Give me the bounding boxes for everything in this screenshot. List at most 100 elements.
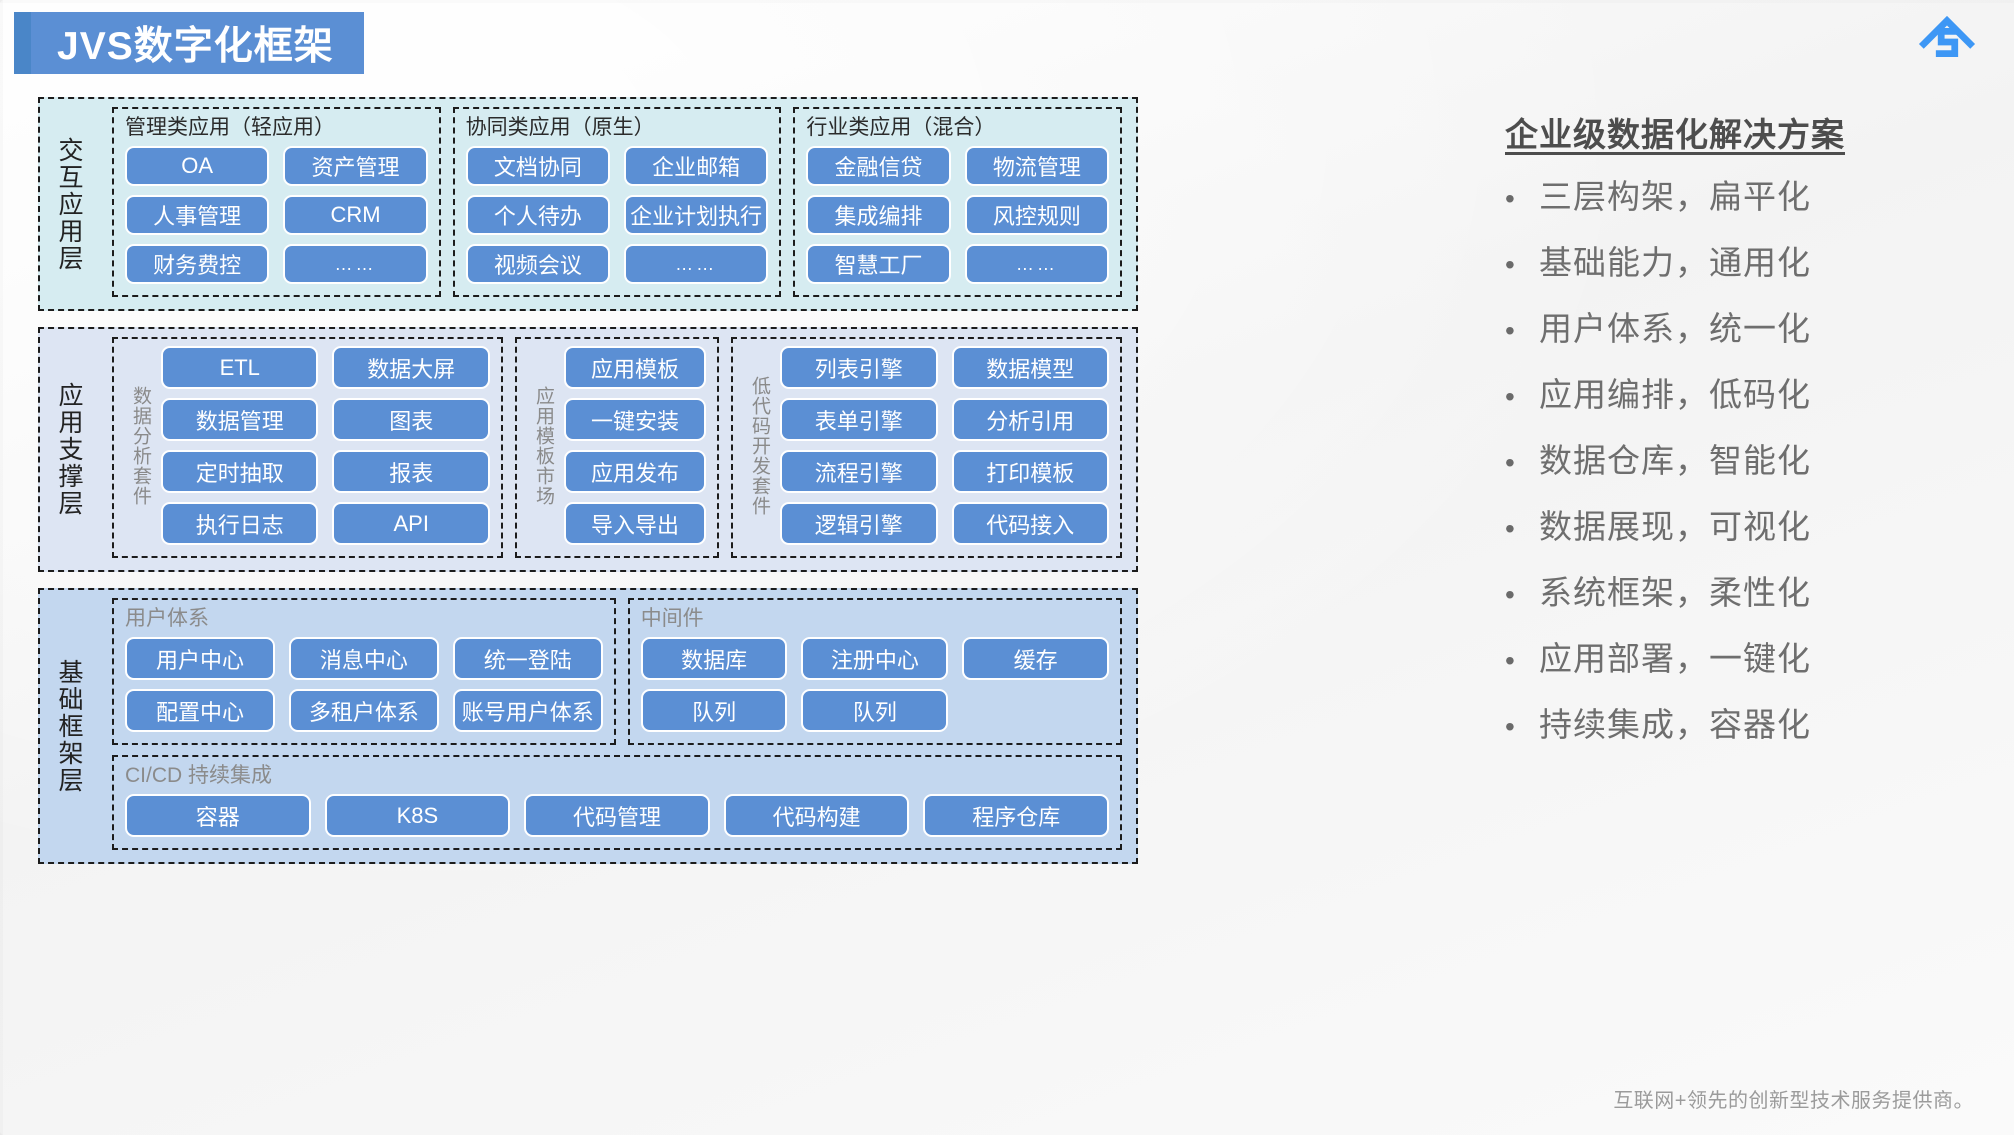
chip-smart-factory[interactable]: 智慧工厂 (806, 244, 951, 285)
highlight-text: 三层构架，扁平化 (1539, 178, 1811, 215)
chip-document-collaboration[interactable]: 文档协同 (465, 146, 610, 187)
layer-label: 基础框架层 (55, 658, 83, 794)
group-side-label: 低代码开发套件 (749, 375, 770, 516)
chip-hr-management[interactable]: 人事管理 (125, 195, 270, 236)
chip-data-model[interactable]: 数据模型 (951, 346, 1110, 390)
chip-enterprise-mail[interactable]: 企业邮箱 (624, 146, 769, 187)
chip-app-template[interactable]: 应用模板 (563, 346, 707, 390)
architecture-diagram: 交互应用层 管理类应用（轻应用） OA 资产管理 人事管理 CRM 财务费控 …… (38, 97, 1138, 880)
chip-message-center[interactable]: 消息中心 (288, 637, 439, 681)
chip-crm[interactable]: CRM (283, 195, 428, 236)
base-row-2: CI/CD 持续集成 容器 K8S 代码管理 代码构建 程序仓库 (112, 755, 1122, 851)
chip-oa[interactable]: OA (125, 146, 270, 187)
highlight-text: 系统框架，柔性化 (1539, 574, 1811, 611)
solution-highlights-panel: 企业级数据化解决方案 • 三层构架，扁平化 • 基础能力，通用化 • 用户体系，… (1505, 108, 1985, 764)
chip-reports[interactable]: 报表 (332, 450, 490, 494)
chip-account-user-system[interactable]: 账号用户体系 (452, 689, 603, 733)
chip-list-engine[interactable]: 列表引擎 (780, 346, 938, 390)
chip-user-center[interactable]: 用户中心 (125, 637, 275, 681)
list-item: • 持续集成，容器化 (1505, 698, 1985, 746)
chip-app-publish[interactable]: 应用发布 (563, 450, 707, 494)
chip-cache[interactable]: 缓存 (962, 637, 1109, 681)
title-box: JVS数字化框架 (31, 12, 364, 74)
chip-scheduled-extraction[interactable]: 定时抽取 (161, 450, 319, 494)
bullet-icon: • (1505, 579, 1515, 610)
bullet-icon: • (1505, 447, 1515, 478)
bullet-icon: • (1505, 315, 1515, 346)
title-accent-bar (14, 12, 31, 74)
chip-queue-1[interactable]: 队列 (640, 689, 788, 733)
chip-more[interactable]: …… (624, 244, 769, 285)
chip-code-management[interactable]: 代码管理 (524, 794, 710, 838)
chip-api[interactable]: API (332, 502, 490, 546)
chip-enterprise-plan-execution[interactable]: 企业计划执行 (624, 195, 769, 236)
layer-label: 交互应用层 (55, 136, 83, 272)
layer-base-framework: 基础框架层 用户体系 用户中心 消息中心 统一登陆 配置中心 多租户体系 账号用… (38, 588, 1138, 865)
chip-logistics-management[interactable]: 物流管理 (964, 146, 1110, 187)
group-title: 管理类应用（轻应用） (125, 116, 335, 139)
highlight-text: 数据展现，可视化 (1539, 508, 1811, 545)
bullet-icon: • (1505, 711, 1515, 742)
list-item: • 基础能力，通用化 (1505, 236, 1985, 284)
list-item: • 应用编排，低码化 (1505, 368, 1985, 416)
chip-one-click-install[interactable]: 一键安装 (563, 398, 707, 442)
chip-logic-engine[interactable]: 逻辑引擎 (780, 502, 938, 546)
chip-grid: ETL 数据大屏 数据管理 图表 定时抽取 报表 执行日志 API (161, 346, 490, 546)
chip-integration-orchestration[interactable]: 集成编排 (806, 195, 951, 236)
chip-queue-2[interactable]: 队列 (801, 689, 949, 733)
bullet-icon: • (1505, 249, 1515, 280)
chip-analysis-reference[interactable]: 分析引用 (951, 398, 1110, 442)
bullet-icon: • (1505, 513, 1515, 544)
chip-more[interactable]: …… (964, 244, 1110, 285)
bullet-icon: • (1505, 645, 1515, 676)
chip-video-conference[interactable]: 视频会议 (465, 244, 610, 285)
chip-print-template[interactable]: 打印模板 (951, 450, 1110, 494)
group-collaboration-apps: 协同类应用（原生） 文档协同 企业邮箱 个人待办 企业计划执行 视频会议 …… (452, 107, 782, 298)
chip-process-engine[interactable]: 流程引擎 (780, 450, 938, 494)
chip-risk-control-rules[interactable]: 风控规则 (964, 195, 1110, 236)
chip-execution-log[interactable]: 执行日志 (161, 502, 319, 546)
panel-heading: 企业级数据化解决方案 (1505, 116, 1845, 153)
layer-application-support: 应用支撑层 数据分析套件 ETL 数据大屏 数据管理 图表 定时抽取 报表 执行… (38, 327, 1138, 573)
chip-asset-management[interactable]: 资产管理 (283, 146, 428, 187)
highlight-text: 数据仓库，智能化 (1539, 442, 1811, 479)
chip-personal-todo[interactable]: 个人待办 (465, 195, 610, 236)
chip-grid: 文档协同 企业邮箱 个人待办 企业计划执行 视频会议 …… (465, 146, 769, 285)
list-item: • 用户体系，统一化 (1505, 302, 1985, 350)
layer-label: 应用支撑层 (55, 382, 83, 518)
bullet-icon: • (1505, 381, 1515, 412)
chip-database[interactable]: 数据库 (640, 637, 788, 681)
chip-charts[interactable]: 图表 (332, 398, 490, 442)
chip-multi-tenant-system[interactable]: 多租户体系 (288, 689, 439, 733)
chip-data-management[interactable]: 数据管理 (161, 398, 319, 442)
list-item: • 应用部署，一键化 (1505, 632, 1985, 680)
group-title: CI/CD 持续集成 (125, 764, 272, 788)
chip-import-export[interactable]: 导入导出 (563, 502, 707, 546)
group-cicd: CI/CD 持续集成 容器 K8S 代码管理 代码构建 程序仓库 (112, 755, 1122, 851)
group-title: 行业类应用（混合） (806, 116, 996, 139)
chip-unified-login[interactable]: 统一登陆 (452, 637, 603, 681)
chip-finance-control[interactable]: 财务费控 (125, 244, 270, 285)
highlight-text: 应用编排，低码化 (1539, 376, 1811, 413)
chip-grid: OA 资产管理 人事管理 CRM 财务费控 …… (125, 146, 428, 285)
chip-container[interactable]: 容器 (125, 794, 311, 838)
chip-financial-credit[interactable]: 金融信贷 (806, 146, 951, 187)
chip-data-dashboard[interactable]: 数据大屏 (332, 346, 490, 390)
list-item: • 系统框架，柔性化 (1505, 566, 1985, 614)
chip-program-repository[interactable]: 程序仓库 (923, 794, 1109, 838)
chip-code-build[interactable]: 代码构建 (723, 794, 910, 838)
group-side-label: 应用模板市场 (532, 385, 554, 506)
base-row-1: 用户体系 用户中心 消息中心 统一登陆 配置中心 多租户体系 账号用户体系 中间… (112, 598, 1122, 746)
group-side-label: 数据分析套件 (129, 385, 151, 506)
jvs-logo-icon (1916, 12, 1978, 74)
chip-config-center[interactable]: 配置中心 (125, 689, 275, 733)
chip-registry-center[interactable]: 注册中心 (801, 637, 949, 681)
chip-form-engine[interactable]: 表单引擎 (780, 398, 938, 442)
chip-code-access[interactable]: 代码接入 (951, 502, 1110, 546)
group-industry-apps: 行业类应用（混合） 金融信贷 物流管理 集成编排 风控规则 智慧工厂 …… (793, 107, 1123, 298)
chip-etl[interactable]: ETL (161, 346, 319, 390)
chip-grid: 金融信贷 物流管理 集成编排 风控规则 智慧工厂 …… (806, 146, 1110, 285)
list-item: • 数据展现，可视化 (1505, 500, 1985, 548)
chip-k8s[interactable]: K8S (324, 794, 511, 838)
chip-more[interactable]: …… (283, 244, 428, 285)
